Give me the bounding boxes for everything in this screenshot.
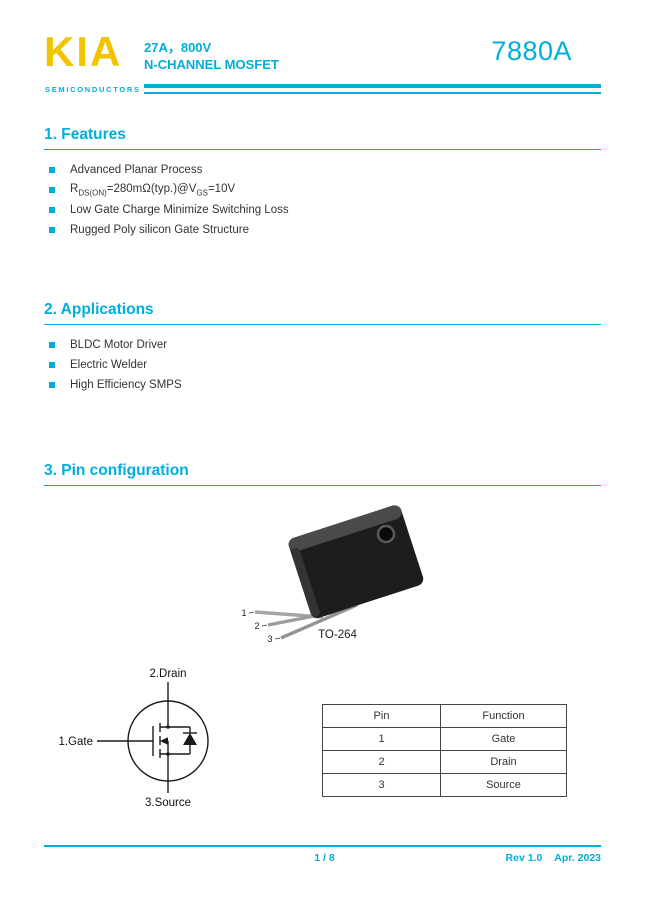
part-number: 7880A [491,36,572,66]
bullet-square-icon [49,342,55,348]
rds-text: =10V [207,182,236,195]
page-number: 1 / 8 [314,852,335,864]
bullet-square-icon [49,227,55,233]
package-pin-numbers: 1 2 3 [241,608,281,644]
table-header-row: Pin Function [322,704,567,728]
function-column-header: Function [440,704,567,728]
application-item: Electric Welder [44,355,601,375]
feature-item: RDS(ON)=280mΩ(typ.)@VGS=10V [44,180,601,200]
header-device-summary: 27A，800V N-CHANNEL MOSFET [144,39,279,73]
bullet-square-icon [49,362,55,368]
function-cell: Drain [440,750,567,774]
substrate-arrow-icon [160,737,168,745]
package-pin-2-label: 2 [254,621,259,631]
header-rule-thick [144,84,601,88]
package-name-label: TO-264 [318,629,357,641]
pin-column-header: Pin [322,704,441,728]
applications-section: 2. Applications BLDC Motor Driver Electr… [44,301,601,395]
pin-function-table: Pin Function 1 Gate 2 Drain 3 Source [322,704,567,797]
bullet-square-icon [49,167,55,173]
rds-text: R [70,182,79,195]
table-row: 2 Drain [322,750,567,774]
pin-configuration-title: 3. Pin configuration [44,462,189,479]
package-body [288,505,424,619]
pin-cell: 2 [322,750,441,774]
revision-date: Apr. 2023 [554,852,601,864]
logo-subtitle: SEMICONDUCTORS [45,85,141,94]
table-row: 1 Gate [322,727,567,751]
rds-text: =280mΩ(typ.)@V [106,182,197,195]
bullet-square-icon [49,382,55,388]
application-item: High Efficiency SMPS [44,375,601,395]
applications-rule [44,324,601,325]
application-text: BLDC Motor Driver [70,339,168,351]
feature-item: Rugged Poly silicon Gate Structure [44,220,601,240]
package-pin-1-label: 1 [241,608,246,618]
vgs-subscript: GS [196,188,208,198]
pin-cell: 3 [322,773,441,797]
features-rule [44,149,601,150]
table-row: 3 Source [322,773,567,797]
source-terminal-label: 3.Source [145,797,191,809]
pin-cell: 1 [322,727,441,751]
drain-terminal-label: 2.Drain [149,668,186,680]
feature-text: Rugged Poly silicon Gate Structure [70,224,249,236]
revision-label: Rev 1.0 [505,852,543,864]
mounting-hole-icon [376,524,396,544]
applications-list: BLDC Motor Driver Electric Welder High E… [44,335,601,395]
feature-text: RDS(ON)=280mΩ(typ.)@VGS=10V [70,183,235,197]
application-text: Electric Welder [70,359,148,371]
features-section: 1. Features Advanced Planar Process RDS(… [44,126,601,240]
device-type: N-CHANNEL MOSFET [144,57,279,72]
applications-title: 2. Applications [44,301,154,318]
device-rating: 27A，800V [144,40,212,55]
function-cell: Gate [440,727,567,751]
features-list: Advanced Planar Process RDS(ON)=280mΩ(ty… [44,160,601,240]
feature-text: Advanced Planar Process [70,164,203,176]
package-pin-3-label: 3 [267,634,272,644]
application-item: BLDC Motor Driver [44,335,601,355]
feature-item: Advanced Planar Process [44,160,601,180]
function-cell: Source [440,773,567,797]
pin-configuration-rule [44,485,601,486]
feature-item: Low Gate Charge Minimize Switching Loss [44,200,601,220]
mosfet-symbol: 2.Drain 1.Gate 3.Source [58,668,209,809]
pin-configuration-section: 3. Pin configuration [44,462,601,486]
to264-package-image: 1 2 3 [241,505,424,644]
header-rule-thin [144,92,601,94]
gate-terminal-label: 1.Gate [58,736,93,748]
application-text: High Efficiency SMPS [70,379,182,391]
feature-text: Low Gate Charge Minimize Switching Loss [70,204,289,216]
bullet-square-icon [49,187,55,193]
rds-subscript: DS(ON) [78,188,107,198]
footer-rule [44,845,601,847]
bullet-square-icon [49,207,55,213]
kia-logo: KIA [44,28,123,75]
features-title: 1. Features [44,126,126,143]
body-diode-icon [183,733,197,745]
revision-info: Rev 1.0 Apr. 2023 [506,852,601,864]
